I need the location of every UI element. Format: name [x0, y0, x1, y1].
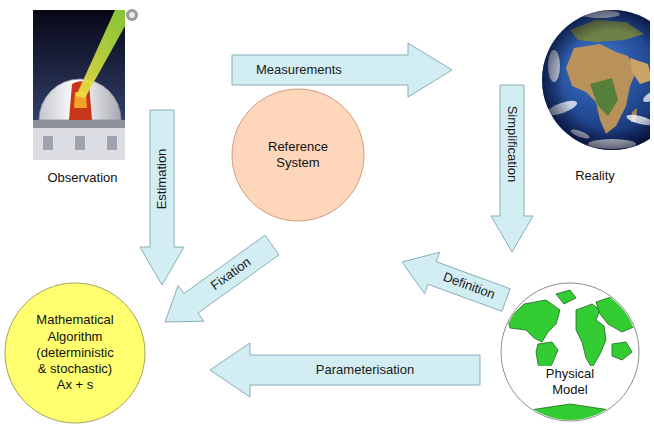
arrow-label: Simplification	[505, 106, 519, 183]
block-arrow	[140, 110, 184, 285]
observation-node: Observation	[25, 8, 140, 186]
earth-ocean	[542, 10, 650, 150]
algorithm-circle: Mathematical Algorithm (deterministic & …	[4, 282, 146, 424]
north-america	[508, 300, 560, 342]
node-label: Physical Model	[534, 366, 606, 399]
building-window	[43, 136, 53, 150]
logo-icon	[129, 12, 135, 18]
node-label: Observation	[47, 170, 117, 186]
model-globe: Physical Model	[500, 282, 640, 422]
earth-photo	[540, 4, 650, 164]
node-text-group: Physical Model	[534, 366, 606, 399]
building-wall	[33, 128, 125, 160]
node-label: Mathematical Algorithm (deterministic & …	[32, 312, 118, 377]
australia	[612, 342, 632, 360]
arrow-label: Fixation	[209, 255, 254, 293]
night-sky	[33, 10, 125, 122]
node-label: Ax + s	[32, 377, 118, 393]
building-window	[107, 136, 117, 150]
node-text-group: Reality	[575, 168, 615, 184]
building-band	[33, 120, 125, 128]
block-arrow	[402, 252, 510, 311]
circle-shape	[5, 283, 145, 423]
continents	[508, 290, 636, 422]
observatory-dome	[39, 79, 121, 120]
arrow-label: Definition	[441, 270, 497, 302]
node-text-group: Reference System	[256, 139, 340, 172]
logo-icon	[126, 9, 138, 21]
antarctica	[530, 404, 610, 422]
block-arrow	[232, 43, 452, 97]
reference-circle: Reference System	[231, 88, 365, 222]
block-arrow	[210, 343, 480, 397]
observatory-photo	[25, 8, 140, 160]
arrow-label: Measurements	[256, 63, 342, 77]
earth-shade	[542, 10, 650, 150]
node-label: Reality	[575, 168, 615, 184]
reality-node: Reality	[540, 4, 650, 184]
arrow-label: Estimation	[155, 148, 169, 209]
world-map	[500, 282, 640, 422]
asia	[596, 296, 636, 332]
block-arrow	[491, 85, 533, 252]
circle-shape	[232, 89, 364, 221]
node-label: Reference System	[256, 139, 340, 172]
building-window	[75, 136, 85, 150]
greenland	[556, 290, 576, 304]
node-text-group: Observation	[47, 170, 117, 186]
node-text-group: Mathematical Algorithm (deterministic & …	[32, 312, 118, 393]
block-arrow	[165, 235, 279, 322]
arrow-label: Parameterisation	[316, 363, 414, 377]
circle-shape	[501, 283, 639, 421]
laser-beam	[76, 10, 125, 98]
